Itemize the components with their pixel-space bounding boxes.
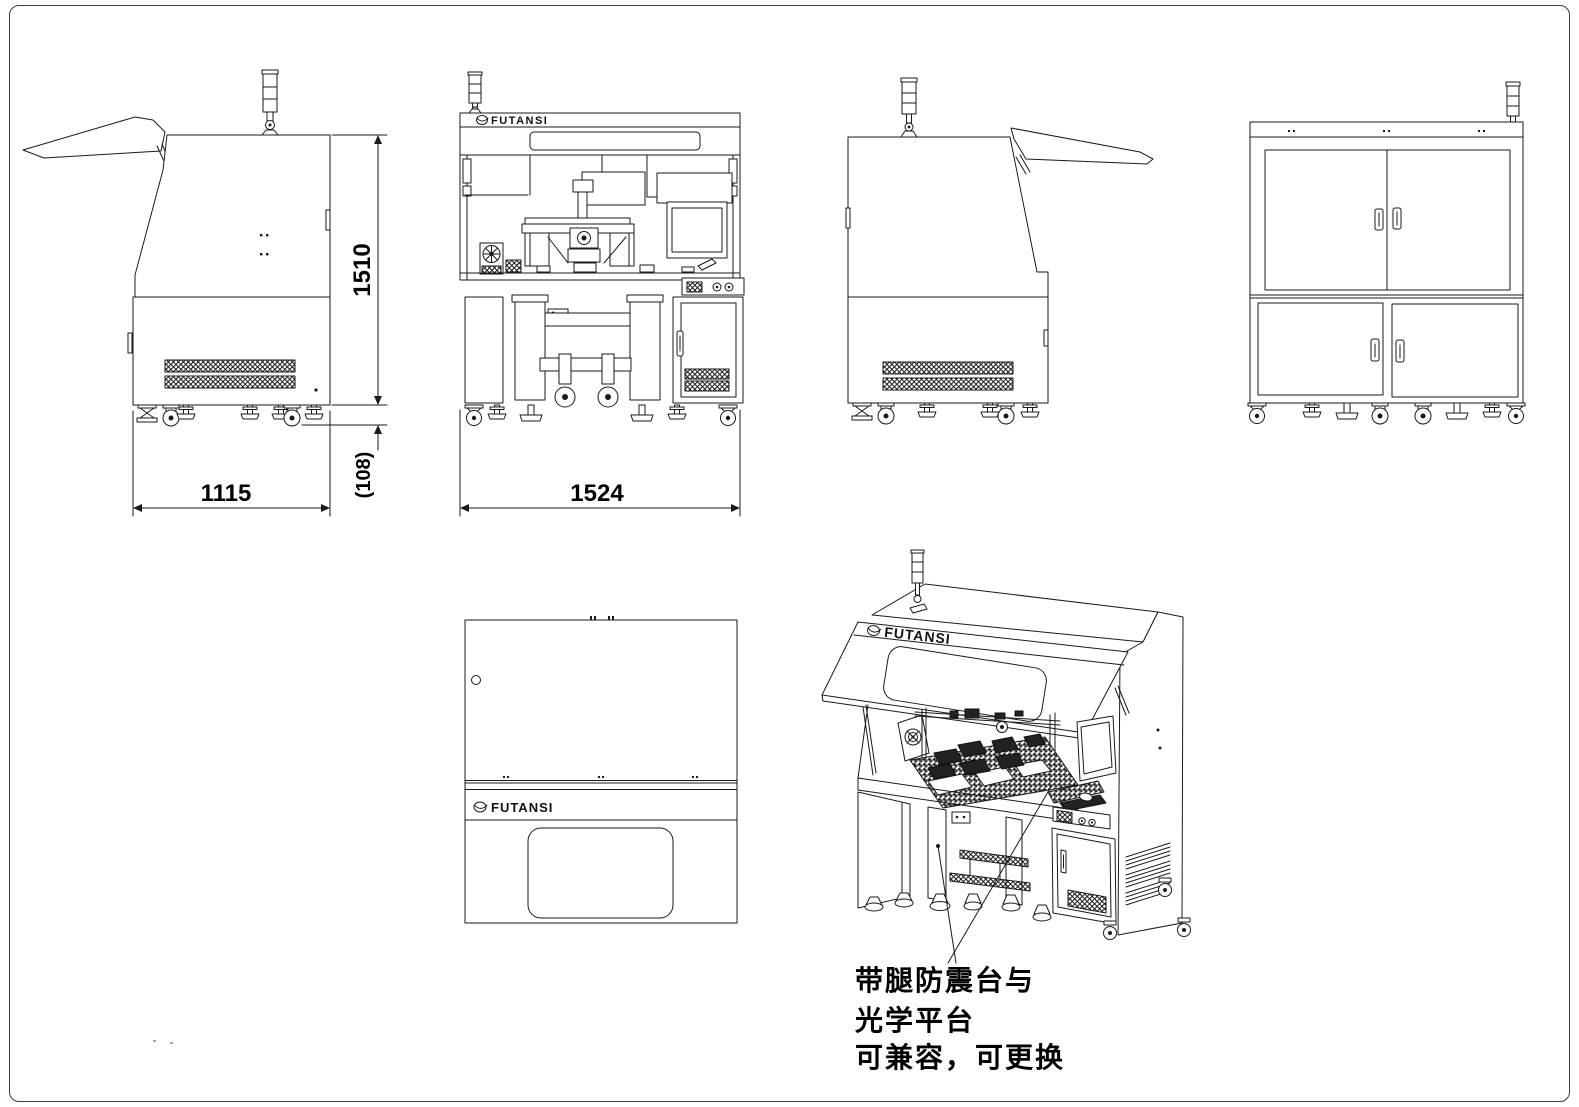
- fan-icon: [897, 714, 930, 762]
- signal-tower-icon: [261, 69, 279, 136]
- vent-grille: [684, 380, 730, 392]
- logo-swoosh-icon: [867, 625, 881, 637]
- mouse-icon: [1079, 792, 1093, 802]
- brand-logo-text: FUTANSI: [884, 624, 952, 647]
- annotation-line-2: 光学平台: [855, 1005, 976, 1036]
- vibration-frame-beam: [949, 872, 1031, 892]
- brand-logo: FUTANSI: [473, 800, 553, 815]
- logo-swoosh-icon: [473, 801, 487, 813]
- top-view: FUTANSI: [464, 616, 738, 924]
- casters-and-feet: [851, 402, 1040, 425]
- dim-width-label: 1115: [201, 480, 252, 507]
- leveling-feet: [864, 892, 1052, 922]
- dimension-height: 1510: [331, 134, 388, 406]
- signal-tower-icon: [467, 71, 483, 114]
- casters-and-feet: [1247, 402, 1526, 425]
- vent-grille: [882, 361, 1014, 375]
- base-frame: [464, 294, 744, 408]
- brand-logo-text: FUTANSI: [491, 115, 548, 127]
- machine-right-face: [1117, 611, 1184, 936]
- vent-grille: [1067, 889, 1107, 914]
- annotation-line-1: 带腿防震台与: [855, 965, 1036, 996]
- vent-slots-icon: [1125, 842, 1171, 906]
- cover-panel: [464, 616, 738, 924]
- signal-tower-icon: [900, 77, 918, 138]
- cabinet-front: [1051, 806, 1191, 940]
- fan-icon: [479, 242, 504, 275]
- brand-logo: FUTANSI: [476, 115, 548, 127]
- casters-and-feet: [464, 404, 738, 426]
- page-border: [9, 5, 1570, 1102]
- isometric-view: FUTANSI: [821, 549, 1191, 964]
- vent-grille: [684, 368, 730, 380]
- dimension-width: 1115: [132, 410, 331, 517]
- hood-panel: [1010, 127, 1154, 165]
- casters: [1103, 877, 1191, 940]
- counter-display: [1056, 810, 1073, 823]
- stray-mark: [170, 1042, 173, 1044]
- vibration-frame-beam: [959, 849, 1029, 868]
- casters-and-feet: [136, 404, 324, 427]
- right-side-view: [845, 77, 1154, 425]
- base-frame: [857, 791, 1052, 922]
- lock-button: [471, 675, 481, 685]
- hood-window: [883, 646, 1047, 722]
- dim-height-label: 1510: [349, 243, 376, 296]
- brand-logo: FUTANSI: [867, 624, 952, 647]
- work-chamber: [857, 704, 1117, 823]
- counter-display: [686, 281, 703, 293]
- machine-body: [845, 127, 1154, 404]
- work-chamber: [459, 171, 741, 281]
- machine-body: [1249, 121, 1524, 404]
- hood-panel: [22, 116, 166, 159]
- rear-view: [1247, 81, 1526, 425]
- machine-body: [22, 116, 331, 406]
- lower-door: [1391, 303, 1519, 398]
- control-panel: [681, 277, 745, 296]
- lower-door: [1257, 302, 1384, 396]
- vent-grille: [164, 359, 296, 373]
- dim-caster-label: (108): [353, 452, 375, 499]
- signal-tower-icon: [909, 549, 928, 614]
- vent-grille: [882, 377, 1014, 391]
- vent-grille: [164, 375, 296, 389]
- dimension-caster-height: (108): [301, 424, 388, 499]
- hood-window: [527, 827, 674, 919]
- dim-width-label: 1524: [570, 480, 624, 507]
- stray-mark: [153, 1040, 156, 1042]
- dimension-width: 1524: [459, 409, 741, 517]
- annotation-line-3: 可兼容，可更换: [855, 1042, 1066, 1073]
- annotation-leader-lines: [936, 784, 1053, 964]
- hood-open: FUTANSI: [821, 621, 1130, 776]
- brand-logo-text: FUTANSI: [491, 800, 553, 815]
- logo-swoosh-icon: [476, 115, 488, 125]
- front-view: FUTANSI: [459, 71, 745, 517]
- left-side-view: 1510 (108) 1115: [22, 69, 388, 517]
